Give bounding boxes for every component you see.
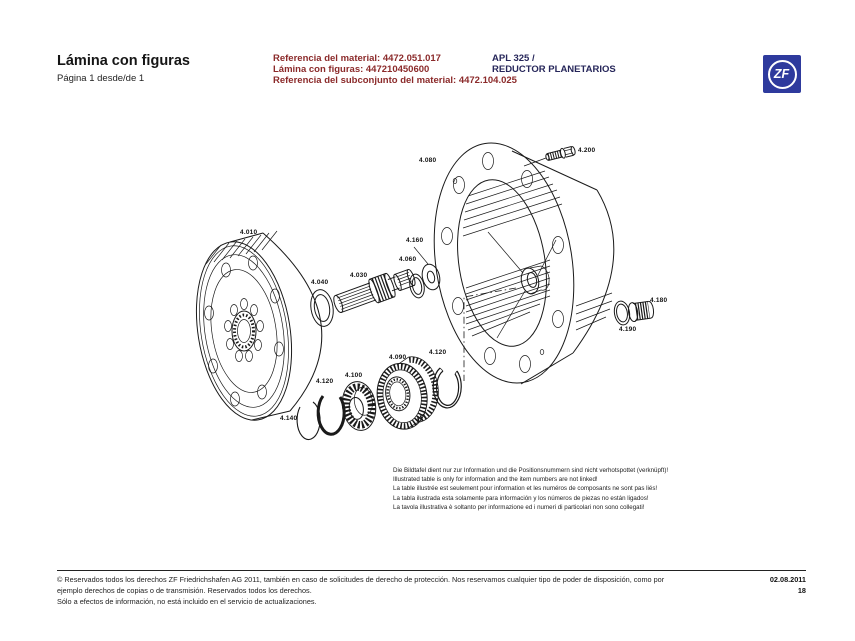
material-references: Referencia del material: 4472.051.017 Lá…	[273, 53, 517, 86]
part-callout-4-190: 4.190	[619, 326, 637, 333]
part-callout-4-200: 4.200	[578, 147, 596, 154]
copyright-line-2: ejemplo derechos de copias o de transmis…	[57, 586, 312, 595]
page-title: Lámina con figuras	[57, 53, 190, 69]
copyright-block: © Reservados todos los derechos ZF Fried…	[57, 574, 664, 607]
part-callout-4-120-right: 4.120	[429, 349, 447, 356]
zf-logo-ring: ZF	[767, 59, 797, 89]
document-date: 02.08.2011	[769, 575, 806, 584]
page-number: 18	[797, 586, 806, 595]
part-4-090-gear	[376, 356, 439, 430]
part-4-010-planet-carrier	[195, 230, 323, 421]
part-callout-4-030: 4.030	[350, 272, 368, 279]
model-designation: APL 325 / REDUCTOR PLANETARIOS	[492, 53, 616, 75]
footer-meta: 02.08.2011 18	[706, 574, 806, 596]
part-4-140-shim-ring	[296, 401, 321, 441]
part-4-200-bolt	[523, 146, 576, 167]
part-4-080-ring-gear-housing	[433, 142, 615, 385]
note-line-fr: La table illustrée est seulement pour in…	[393, 485, 658, 493]
part-4-160-thrust-plate	[413, 246, 441, 291]
part-callout-4-010: 4.010	[240, 229, 258, 236]
part-callout-4-100: 4.100	[345, 372, 363, 379]
footer-divider	[57, 570, 806, 571]
part-4-190-o-ring	[613, 300, 631, 326]
note-line-en: Illustrated table is only for informatio…	[393, 476, 598, 484]
part-callout-4-040: 4.040	[311, 279, 329, 286]
reference-material: Referencia del material: 4472.051.017	[273, 53, 441, 64]
note-line-de: Die Bildtafel dient nur zur Information …	[393, 467, 669, 474]
part-callout-4-120-left: 4.120	[316, 378, 334, 385]
part-4-120-snap-ring-left	[316, 395, 346, 436]
info-note-block: Die Bildtafel dient nur zur Information …	[393, 466, 668, 512]
copyright-line-3: Sólo a efectos de información, no está i…	[57, 597, 317, 606]
part-4-030-sun-shaft	[333, 268, 416, 314]
copyright-line-1: © Reservados todos los derechos ZF Fried…	[57, 575, 665, 584]
part-callout-4-080: 4.080	[419, 157, 437, 164]
model-line-1: APL 325 /	[492, 53, 535, 64]
part-4-120-snap-ring-right	[432, 367, 462, 409]
zf-logo: ZF	[763, 55, 801, 93]
part-callout-4-160: 4.160	[406, 237, 424, 244]
part-4-100-bearing	[341, 381, 377, 431]
part-4-060-ring	[409, 273, 425, 299]
page-subtitle: Página 1 desde/de 1	[57, 73, 145, 84]
part-4-040-washer	[310, 289, 334, 327]
note-line-it: La tavola illustrativa è soltanto per in…	[393, 503, 645, 511]
zf-logo-text: ZF	[773, 66, 790, 81]
part-callout-4-060: 4.060	[399, 256, 417, 263]
part-callout-4-180: 4.180	[650, 297, 668, 304]
part-callout-4-090: 4.090	[389, 354, 407, 361]
reference-sheet: Lámina con figuras: 447210450600	[273, 64, 430, 75]
part-4-180-plug	[627, 300, 655, 323]
model-line-2: REDUCTOR PLANETARIOS	[492, 64, 616, 75]
part-callout-4-140: 4.140	[280, 415, 298, 422]
note-line-es: La tabla ilustrada esta solamente para i…	[393, 494, 649, 502]
reference-subassembly: Referencia del subconjunto del material:…	[273, 75, 517, 86]
